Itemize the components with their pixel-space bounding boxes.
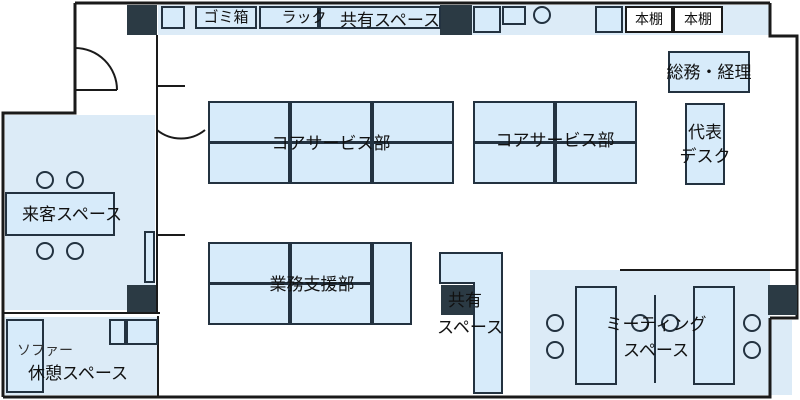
wall-left xyxy=(1,3,77,397)
desk-core1-b xyxy=(290,101,372,143)
desk-support-b xyxy=(290,242,372,284)
meeting-chair-4 xyxy=(661,314,679,332)
bookshelf-1 xyxy=(625,6,673,33)
guest-side-shelf xyxy=(144,231,155,283)
label-common-space-top: 共有スペース xyxy=(340,11,440,31)
label-sofa: ソファー xyxy=(17,343,73,359)
label-guest-space: 来客スペース xyxy=(22,205,122,225)
label-rest-space: 休憩スペース xyxy=(28,364,128,384)
desk-core1-e xyxy=(290,142,372,184)
meeting-chair-6 xyxy=(743,341,761,359)
desk-core1-d xyxy=(208,142,290,184)
bookshelf-2 xyxy=(673,6,723,33)
desk-core1-f xyxy=(372,142,454,184)
label-common-space-center-line1: 共有 xyxy=(448,291,482,311)
shelf-box-1 xyxy=(161,6,185,29)
guest-chairs xyxy=(36,171,84,260)
desk-core1-a xyxy=(208,101,290,143)
rest-shelf-1 xyxy=(109,319,126,345)
label-meeting-space-line1: ミーティング xyxy=(606,315,707,335)
meeting-table-right xyxy=(693,286,735,385)
interior-walls xyxy=(3,35,797,397)
pillar-top-center xyxy=(440,5,472,35)
pillar-top-left xyxy=(127,5,157,35)
label-bookshelf-1: 本棚 xyxy=(635,12,663,28)
common-space-center-table xyxy=(439,252,503,394)
label-trash-box: ゴミ箱 xyxy=(203,8,248,26)
guest-furniture xyxy=(5,192,155,283)
label-business-support: 業務支援部 xyxy=(270,275,355,295)
label-general-affairs: 総務・経理 xyxy=(667,63,752,83)
meeting-table-left xyxy=(575,286,617,385)
label-core-service-1: コアサービス部 xyxy=(272,134,391,154)
meeting-chair-2 xyxy=(546,341,564,359)
desk-representative xyxy=(685,103,725,185)
desk-core2-d xyxy=(555,142,637,184)
label-common-space-center-line2: スペース xyxy=(437,318,503,338)
pillar-right xyxy=(768,285,797,315)
guest-chair-3 xyxy=(36,242,54,260)
desk-core1-c xyxy=(372,101,454,143)
bookshelves xyxy=(625,6,723,33)
label-rack: ラック xyxy=(281,8,326,26)
meeting-chair-1 xyxy=(546,314,564,332)
desk-general-affairs xyxy=(668,51,750,93)
guest-chair-1 xyxy=(36,171,54,189)
label-representative-line1: 代表 xyxy=(688,123,722,143)
label-bookshelf-2: 本棚 xyxy=(684,12,712,28)
label-representative-line2: デスク xyxy=(680,146,731,167)
desks xyxy=(208,51,750,394)
shelf-box-4 xyxy=(502,6,526,25)
meeting-chairs xyxy=(546,314,761,359)
meeting-chair-3 xyxy=(631,314,649,332)
label-core-service-2: コアサービス部 xyxy=(496,131,615,151)
desk-support-side xyxy=(372,242,412,325)
meeting-chair-5 xyxy=(743,314,761,332)
guest-chair-4 xyxy=(66,242,84,260)
desk-core2-c xyxy=(473,142,555,184)
sofa xyxy=(6,319,44,393)
top-stool xyxy=(533,6,551,24)
wall-bottom xyxy=(3,318,772,399)
desk-support-d xyxy=(290,283,372,325)
rest-shelf-2 xyxy=(126,319,158,345)
guest-table xyxy=(5,192,115,236)
doors xyxy=(74,47,206,236)
guest-chair-2 xyxy=(66,171,84,189)
wall-right-upper xyxy=(768,3,799,320)
pillar-center-inner xyxy=(441,285,473,315)
door-swing-entrance xyxy=(74,47,118,91)
door-swing-guest xyxy=(156,129,206,140)
desk-support-c xyxy=(208,283,290,325)
label-meeting-space-line2: スペース xyxy=(623,341,689,361)
trash-box xyxy=(195,6,257,29)
shelf-box-3 xyxy=(473,6,501,33)
top-shelves xyxy=(161,6,623,33)
shelf-box-2 xyxy=(319,6,441,29)
rest-furniture xyxy=(6,319,158,393)
rack xyxy=(259,6,319,29)
desk-core2-b xyxy=(555,101,637,143)
pillar-guest xyxy=(127,285,156,312)
meeting-furniture xyxy=(575,286,735,385)
shelf-box-5 xyxy=(595,6,623,33)
